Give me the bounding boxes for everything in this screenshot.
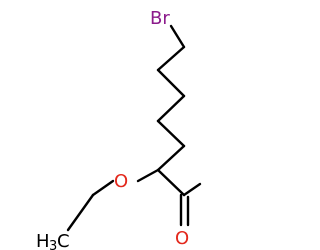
methyl-label: H 3 C: [36, 231, 70, 250]
bond-ch2-ch3: [66, 193, 95, 232]
molecule-structure: Br O O H 3 C: [36, 8, 202, 250]
bond-c2-c3: [156, 68, 186, 98]
methyl-c-label: C: [57, 231, 70, 250]
bond-o-ch2: [91, 179, 115, 197]
bond-br-c1: [169, 24, 186, 49]
bond-c7-o-ester: [182, 182, 202, 197]
structure-canvas: Br O O H 3 C: [36, 8, 202, 250]
bond-c5-c6: [156, 144, 186, 172]
bond-c1-c2: [156, 45, 186, 72]
methyl-subscript-label: 3: [49, 239, 57, 250]
ester-oxygen-label: O: [114, 171, 128, 192]
bond-c3-c4: [156, 94, 186, 123]
methyl-h-label: H: [36, 231, 50, 250]
bond-c4-c5: [156, 119, 186, 148]
bond-c6-c7: [156, 168, 186, 197]
bromine-label: Br: [150, 8, 170, 29]
bond-skeleton: [66, 24, 202, 232]
carbonyl-oxygen-label: O: [175, 228, 189, 249]
bond-c6-o-ester: [136, 168, 160, 183]
